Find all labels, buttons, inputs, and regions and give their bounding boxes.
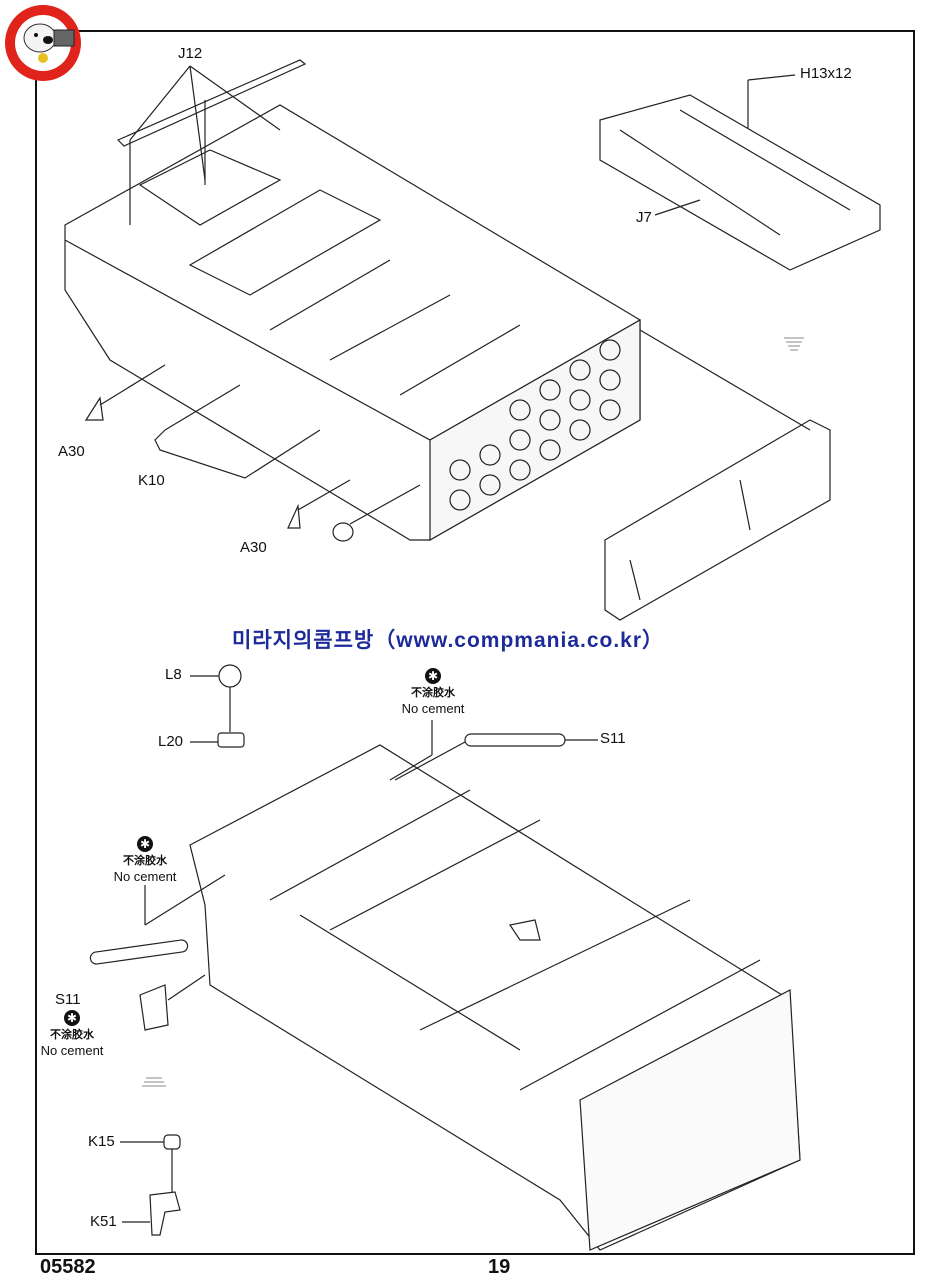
no-cement-english: No cement [40,1043,104,1058]
door-panel [604,419,831,621]
label-s11-left: S11 [55,991,81,1008]
label-a30-top: A30 [58,443,85,460]
page-frame [35,30,915,1255]
tube-array [449,339,621,511]
no-cement-note-3: ✱ 不涂胶水 No cement [34,1010,110,1058]
no-cement-chinese: 不涂胶水 [411,687,455,699]
label-k51: K51 [90,1213,117,1230]
label-k10: K10 [138,472,165,489]
watermark-text: 미라지의콤프방（www.compmania.co.kr） [232,629,665,652]
no-cement-english: No cement [401,701,465,716]
s11-rod-left [89,939,189,965]
s11-rod [464,733,566,747]
label-l8: L8 [165,666,182,683]
page-number: 19 [488,1256,511,1278]
label-h13x12: H13x12 [800,65,852,82]
k51-part [149,1191,181,1236]
no-cement-chinese: 不涂胶水 [123,855,167,867]
kit-code: 05582 [40,1256,96,1278]
a30-part [84,396,104,421]
label-a30-bottom: A30 [240,539,267,556]
label-s11-right: S11 [600,730,626,747]
no-glue-icon: ✱ [64,1010,80,1026]
no-cement-chinese: 不涂胶水 [50,1029,94,1041]
bracket-part [139,984,169,1031]
k15-part [163,1134,181,1150]
no-glue-icon: ✱ [425,668,441,684]
label-l20: L20 [158,733,184,750]
l8-part [218,664,242,688]
l20-part [217,732,245,748]
j7-cover [599,94,881,271]
no-glue-icon: ✱ [137,836,153,852]
k10-rod [154,429,321,479]
label-j12: J12 [178,45,203,62]
label-k15: K15 [88,1133,115,1150]
view-arrow-icon [142,337,804,1087]
chassis-frame [189,744,801,1251]
no-cement-note-1: ✱ 不涂胶水 No cement [395,668,471,716]
no-cement-note-2: ✱ 不涂胶水 No cement [106,836,184,884]
no-cement-english: No cement [113,869,177,884]
compmania-logo [5,5,81,81]
j12-rail [116,59,307,147]
label-j7: J7 [636,209,652,226]
